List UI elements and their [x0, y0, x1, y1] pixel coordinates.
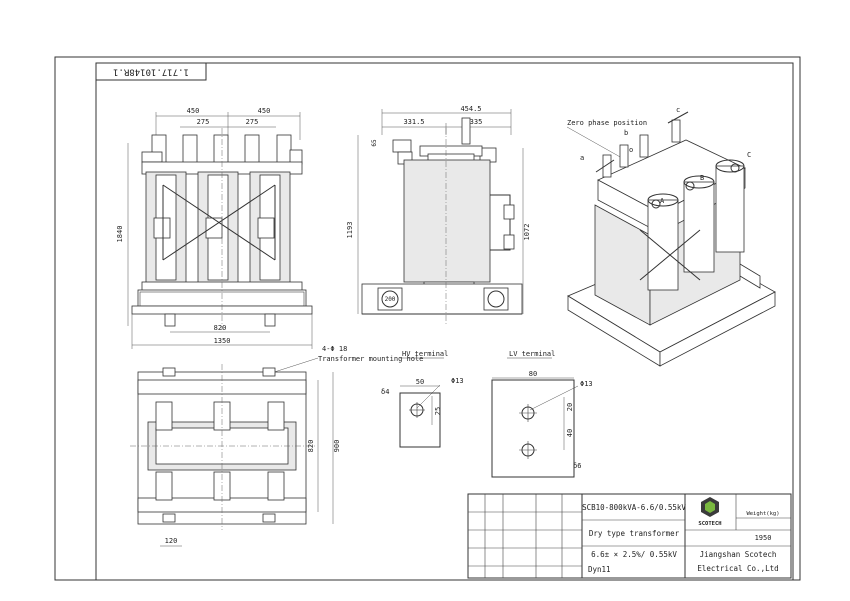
front-dim-inner-right: 275 [246, 118, 259, 126]
drawing-number: 1.717.10148R.1 [113, 67, 189, 77]
front-dim-overall-width: 1350 [214, 337, 231, 345]
lv-label-c: c [676, 106, 680, 114]
lv-label-b: b [624, 129, 628, 137]
lv-dim-spacing: 40 [566, 429, 574, 437]
lv-thickness: δ6 [573, 462, 581, 470]
front-dim-right-half: 450 [258, 107, 271, 115]
front-view: 450 450 275 275 [116, 107, 313, 349]
ratio-text: 6.6± × 2.5%/ 0.55kV [591, 550, 677, 559]
product-text: Dry type transformer [589, 529, 680, 538]
hv-label-a: A [660, 197, 665, 205]
inner-frame [95, 62, 794, 581]
plan-dim-depth-total: 900 [333, 440, 341, 453]
lv-hole: Φ13 [580, 380, 593, 388]
lv-terminal-detail: LV terminal 80 Φ13 20 40 δ6 [491, 350, 593, 478]
hv-hole: Φ13 [451, 377, 464, 385]
side-dim-total: 454.5 [460, 105, 481, 113]
side-view: 454.5 331.5 335 65 200 1193 [346, 105, 531, 325]
scotech-logo-icon [701, 497, 719, 517]
vector-group-text: Dyn11 [588, 565, 611, 574]
lv-label-a: a [580, 154, 584, 162]
side-dim-left: 331.5 [403, 118, 424, 126]
hv-terminal-detail: HV terminal δ4 50 Φ13 25 [381, 350, 464, 448]
title-block: SCB10-800kVA-6.6/0.55kV Dry type transfo… [467, 493, 792, 579]
hv-label-c: C [747, 151, 751, 159]
hv-terminal-title: HV terminal [402, 350, 448, 358]
hv-label-b: B [700, 174, 704, 182]
lv-dim-width: 80 [529, 370, 537, 378]
company-line-2: Electrical Co.,Ltd [697, 564, 778, 573]
model-text: SCB10-800kVA-6.6/0.55kV [582, 503, 686, 512]
plan-dim-bottom: 120 [165, 537, 178, 545]
hv-thickness: δ4 [381, 388, 389, 396]
hv-dim-hole: 25 [434, 407, 442, 415]
mount-hole-label: Transformer mounting hole [318, 355, 423, 363]
front-dim-wheel-gauge: 820 [214, 324, 227, 332]
front-dim-inner-left: 275 [197, 118, 210, 126]
weight-value: 1950 [755, 534, 772, 542]
side-dim-wheel: 200 [385, 296, 396, 303]
company-line-1: Jiangshan Scotech [700, 550, 777, 559]
plan-view: 4-Φ 18 Transformer mounting hole 820 900… [130, 345, 423, 547]
logo-text: SCOTECH [698, 521, 721, 527]
hv-dim-width: 50 [416, 378, 424, 386]
front-dim-left-half: 450 [187, 107, 200, 115]
lv-terminal-title: LV terminal [509, 350, 555, 358]
side-dim-right: 335 [470, 118, 483, 126]
plan-dim-depth-inner: 820 [307, 440, 315, 453]
side-dim-height: 1193 [346, 222, 354, 239]
drawing-number-box: 1.717.10148R.1 [95, 62, 207, 81]
lv-label-o: o [629, 146, 633, 154]
side-dim-top: 65 [371, 139, 378, 147]
isometric-view: Zero phase position a b [566, 106, 776, 367]
weight-label: Weight(kg) [746, 511, 779, 517]
zero-phase-label: Zero phase position [567, 119, 647, 127]
lv-dim-top: 20 [566, 403, 574, 411]
side-dim-core-height: 1072 [523, 224, 531, 241]
front-dim-height: 1840 [116, 226, 124, 243]
mount-hole-spec: 4-Φ 18 [322, 345, 347, 353]
